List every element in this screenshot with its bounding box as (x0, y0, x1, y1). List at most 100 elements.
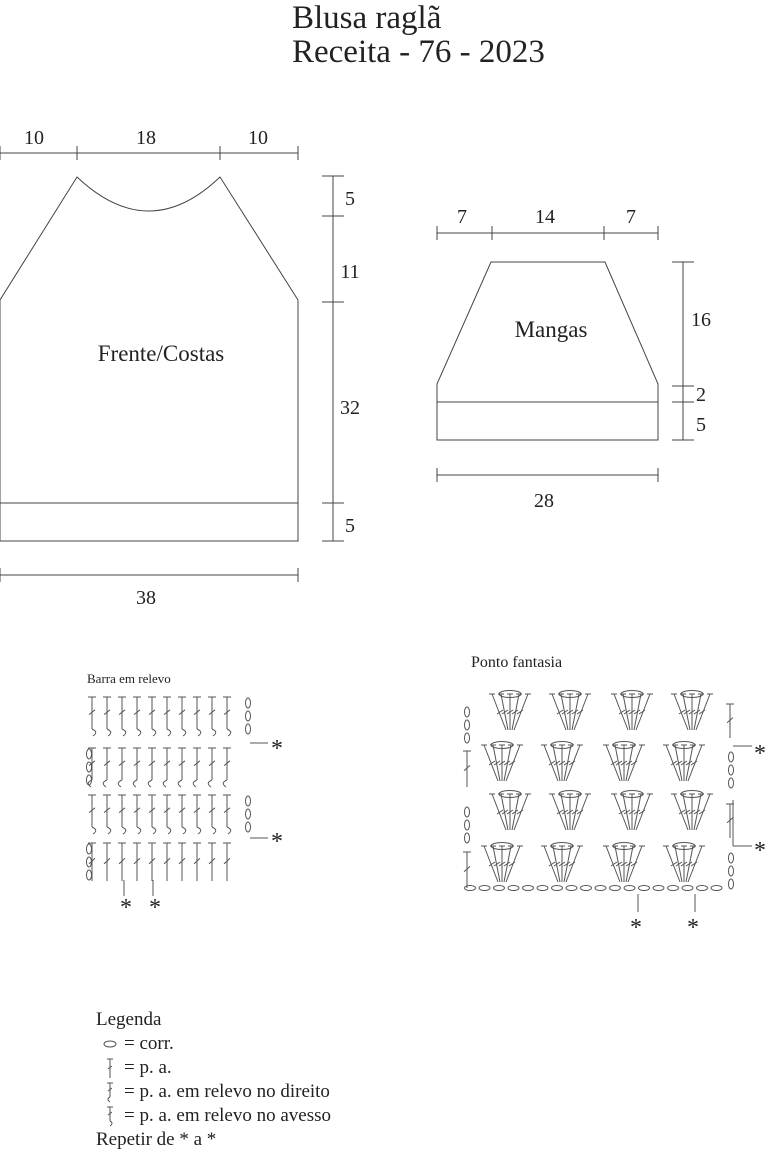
repeat-mark: * (630, 915, 642, 941)
sleeve-label: Mangas (515, 317, 588, 342)
front-width-neck: 18 (136, 127, 156, 149)
chain-stitch (464, 819, 470, 831)
chain-stitch (507, 885, 520, 891)
chain-stitch (86, 774, 92, 786)
shell-cluster (481, 842, 523, 883)
chain-stitch (728, 777, 734, 789)
chain-stitch (493, 885, 505, 891)
sleeve-width-left: 7 (457, 206, 467, 228)
sleeve-width-right: 7 (626, 206, 636, 228)
sleeve-outline (436, 261, 659, 441)
dc-stitch (103, 842, 111, 881)
chain-stitch (464, 732, 470, 744)
dc-stitch (103, 696, 112, 737)
chain-stitch (464, 832, 470, 844)
dc-stitch (163, 794, 172, 835)
dc-stitch (88, 794, 97, 835)
chain-stitch (710, 885, 723, 891)
chain-stitch (551, 885, 563, 891)
dc-stitch (208, 794, 217, 835)
dc-stitch (103, 794, 112, 835)
chain-stitch (728, 852, 734, 864)
shell-cluster (663, 842, 705, 883)
legend-item: = p. a. em relevo no direito (96, 1080, 331, 1104)
shell-cluster (671, 790, 713, 831)
dc-stitch (193, 794, 202, 835)
chart-ribbing-label: Barra em relevo (87, 671, 171, 686)
chain-stitch (728, 764, 734, 776)
legend: Legenda = corr. = p. a. = p. a. em relev… (96, 1008, 331, 1152)
chain-stitch (623, 885, 636, 891)
chain-stitch (522, 885, 534, 891)
chain-stitch (594, 885, 607, 891)
dc-stitch (223, 842, 231, 881)
chain-stitch (696, 885, 708, 891)
shell-cluster (611, 790, 653, 831)
dc-stitch (133, 696, 142, 737)
dc-stitch (208, 842, 216, 881)
chain-stitch (245, 710, 251, 722)
chain-stitch (609, 885, 621, 891)
chain-stitch (681, 885, 694, 891)
sleeve-bottom-width: 28 (534, 490, 554, 512)
sleeve-height-main: 16 (691, 309, 711, 331)
dc-stitch (118, 696, 127, 737)
dc-stitch (177, 747, 186, 788)
dc-stitch (223, 794, 232, 835)
chain-stitch (464, 706, 470, 718)
repeat-mark: * (754, 838, 766, 864)
repeat-mark: * (120, 895, 132, 921)
legend-text: = p. a. (124, 1057, 172, 1078)
dc-stitch (193, 696, 202, 737)
legend-footer: Repetir de * a * (96, 1129, 217, 1150)
repeat-mark: * (271, 736, 283, 762)
chain-stitch (667, 885, 679, 891)
shell-cluster (541, 741, 583, 782)
front-height-raglan: 11 (340, 261, 359, 283)
shell-cluster (603, 741, 645, 782)
dc-stitch (208, 696, 217, 737)
sleeve-width-center: 14 (535, 206, 555, 228)
dc-stitch (87, 747, 96, 788)
legend-text: = p. a. em relevo no direito (124, 1081, 330, 1102)
shell-cluster (671, 690, 713, 731)
chain-stitch (86, 748, 92, 760)
front-height-hem: 5 (345, 515, 355, 537)
chain-stitch (478, 885, 491, 891)
shell-cluster (541, 842, 583, 883)
dc-stitch (178, 794, 187, 835)
front-post-dc-icon (96, 1081, 124, 1103)
chain-stitch (638, 885, 650, 891)
legend-item: = p. a. em relevo no avesso (96, 1104, 331, 1128)
chain-stitch (245, 723, 251, 735)
repeat-mark: * (687, 915, 699, 941)
dc-stitch (222, 747, 231, 788)
dc-stitch (463, 750, 471, 787)
dc-stitch (118, 794, 127, 835)
chain-stitch (580, 885, 592, 891)
chain-stitch (464, 885, 476, 891)
shell-cluster (611, 690, 653, 731)
shell-cluster (549, 690, 591, 731)
chain-stitch (245, 821, 251, 833)
dc-stitch (148, 696, 157, 737)
shell-cluster (481, 741, 523, 782)
dc-stitch (132, 747, 141, 788)
front-bottom-width: 38 (136, 587, 156, 609)
legend-item: = p. a. (96, 1056, 331, 1080)
repeat-mark: * (271, 829, 283, 855)
shell-cluster (489, 690, 531, 731)
shell-cluster (663, 741, 705, 782)
legend-title: Legenda (96, 1009, 162, 1030)
chain-stitch (565, 885, 578, 891)
shell-cluster (489, 790, 531, 831)
title-line-2: Receita - 76 - 2023 (292, 34, 545, 70)
chart-fancy-stitch-label: Ponto fantasia (471, 654, 562, 671)
dc-stitch (223, 696, 232, 737)
dc-stitch (726, 703, 734, 738)
chain-stitch (245, 808, 251, 820)
dc-stitch (133, 842, 141, 881)
sleeve-height-cuff: 5 (696, 414, 706, 436)
dc-stitch (193, 842, 201, 881)
